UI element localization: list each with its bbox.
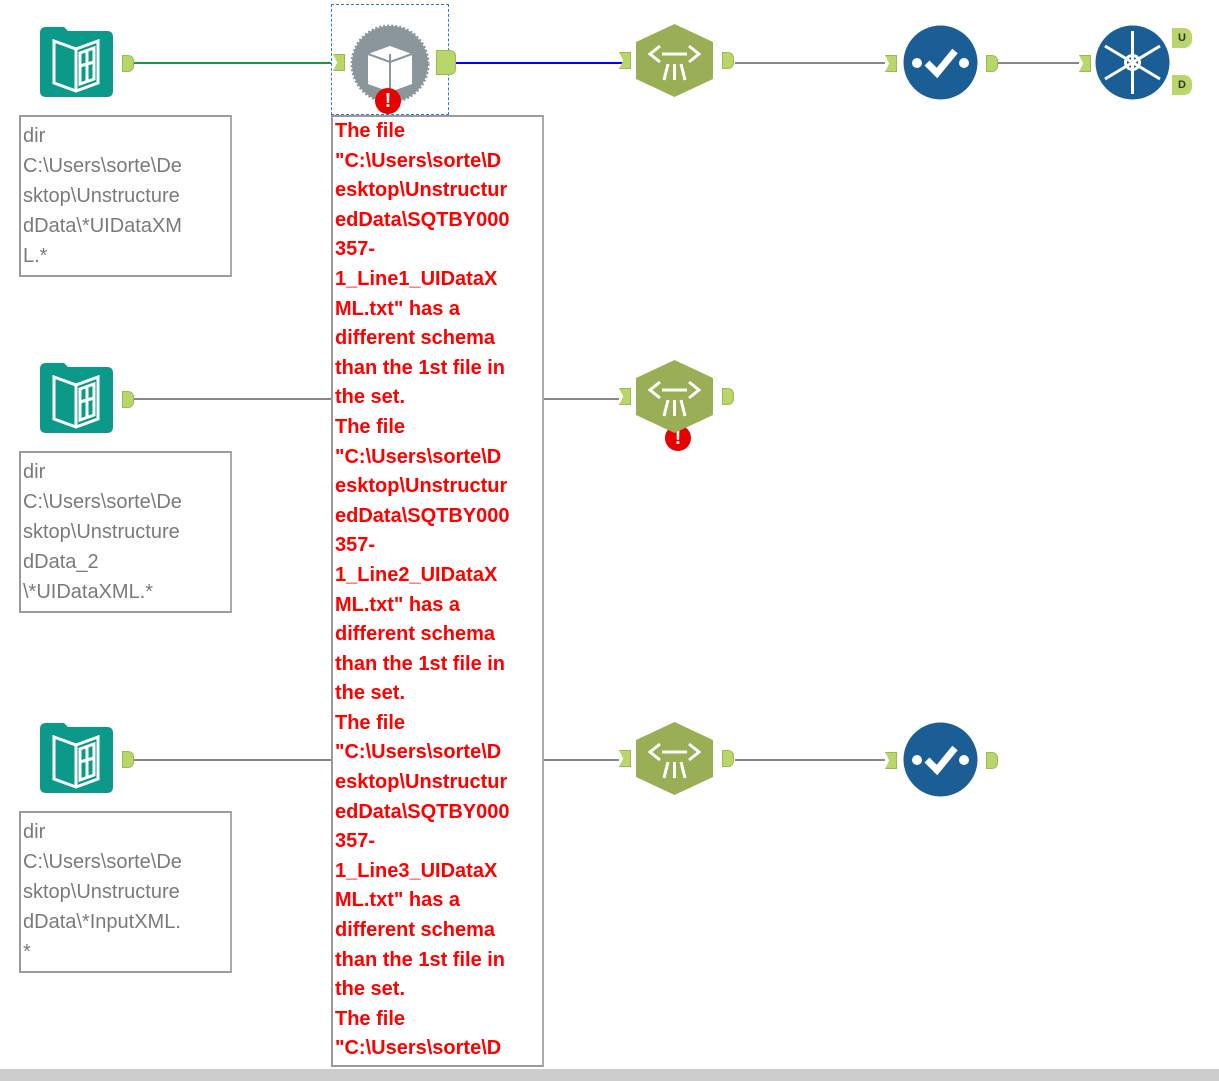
data-cleansing-icon: [903, 25, 978, 100]
input-anchor[interactable]: [619, 750, 631, 767]
comment-line: L.*: [23, 245, 48, 267]
error-line: esktop\Unstructur: [335, 771, 508, 794]
output-anchor[interactable]: [722, 750, 734, 767]
output-anchor[interactable]: [436, 50, 456, 75]
connection-line[interactable]: [133, 62, 331, 64]
output-anchor-d[interactable]: D: [1172, 75, 1192, 95]
data-cleansing-tool[interactable]: [903, 25, 978, 100]
error-line: the set.: [335, 978, 406, 1001]
horizontal-scrollbar[interactable]: [0, 1069, 1219, 1081]
error-line: than the 1st file in: [335, 948, 506, 971]
connection-line[interactable]: [998, 62, 1079, 64]
error-line: The file: [335, 1007, 406, 1030]
xml-parse-tool[interactable]: [636, 722, 713, 795]
output-anchor[interactable]: [122, 55, 134, 72]
input-anchor[interactable]: [1079, 55, 1091, 72]
error-line: 357-: [335, 830, 376, 853]
error-line: The file: [335, 711, 406, 734]
xml-parse-tool[interactable]: [636, 360, 713, 433]
error-line: ML.txt" has a: [335, 297, 461, 320]
output-anchor-u[interactable]: U: [1172, 28, 1192, 48]
error-line: 357-: [335, 238, 376, 261]
input-anchor[interactable]: [619, 52, 631, 69]
directory-icon: [40, 363, 113, 433]
error-line: 357-: [335, 534, 376, 557]
xml-parse-icon: [636, 722, 713, 795]
error-line: than the 1st file in: [335, 356, 506, 379]
error-line: The file: [335, 415, 406, 438]
error-line: 1_Line3_UIDataX: [335, 859, 498, 882]
output-anchor[interactable]: [986, 752, 998, 769]
directory-tool[interactable]: [40, 723, 113, 793]
error-line: edData\SQTBY000: [335, 208, 510, 231]
xml-parse-icon: [636, 24, 713, 97]
error-line: edData\SQTBY000: [335, 504, 510, 527]
comment-line: C:\Users\sorte\De: [23, 155, 182, 177]
output-anchor[interactable]: [122, 751, 134, 768]
data-cleansing-icon: [903, 722, 978, 797]
snowflake-output-tool[interactable]: [1095, 25, 1170, 100]
output-anchor[interactable]: [122, 391, 134, 408]
connection-line[interactable]: [735, 759, 885, 761]
error-line: the set.: [335, 386, 406, 409]
error-icon: !: [375, 88, 401, 114]
error-line: 1_Line1_UIDataX: [335, 267, 498, 290]
comment-line: dir: [23, 461, 46, 483]
error-line: esktop\Unstructur: [335, 475, 508, 498]
error-line: "C:\Users\sorte\D: [335, 741, 502, 764]
comment-line: dir: [23, 125, 46, 147]
error-line: "C:\Users\sorte\D: [335, 445, 502, 468]
error-line: different schema: [335, 919, 496, 942]
comment-line: sktop\Unstructure: [23, 185, 180, 207]
data-cleansing-tool[interactable]: [903, 722, 978, 797]
dynamic-input-icon: [350, 24, 430, 104]
error-line: than the 1st file in: [335, 652, 506, 675]
comment-line: dData\*UIDataXM: [23, 215, 182, 237]
xml-parse-tool[interactable]: [636, 24, 713, 97]
error-line: "C:\Users\sorte\D: [335, 1037, 502, 1060]
input-anchor[interactable]: [885, 752, 897, 769]
xml-parse-icon: [636, 360, 713, 433]
output-anchor[interactable]: [722, 52, 734, 69]
snowflake-output-icon: [1095, 25, 1170, 100]
directory-icon: [40, 27, 113, 97]
comment-line: sktop\Unstructure: [23, 521, 180, 543]
error-line: "C:\Users\sorte\D: [335, 149, 502, 172]
error-line: 1_Line2_UIDataX: [335, 563, 498, 586]
error-line: different schema: [335, 327, 496, 350]
error-line: the set.: [335, 682, 406, 705]
dynamic-input-tool[interactable]: [350, 24, 430, 104]
directory-tool[interactable]: [40, 27, 113, 97]
output-anchor[interactable]: [722, 388, 734, 405]
comment-line: sktop\Unstructure: [23, 881, 180, 903]
directory-tool[interactable]: [40, 363, 113, 433]
error-line: edData\SQTBY000: [335, 800, 510, 823]
connection-line[interactable]: [543, 759, 619, 761]
connection-line-selected[interactable]: [456, 62, 625, 64]
output-anchor[interactable]: [986, 55, 998, 72]
connection-line[interactable]: [133, 398, 331, 400]
input-anchor[interactable]: [885, 55, 897, 72]
input-anchor[interactable]: [619, 388, 631, 405]
comment-line: C:\Users\sorte\De: [23, 851, 182, 873]
directory-icon: [40, 723, 113, 793]
error-line: different schema: [335, 623, 496, 646]
error-line: ML.txt" has a: [335, 889, 461, 912]
comment-line: dir: [23, 821, 46, 843]
comment-line: \*UIDataXML.*: [23, 581, 154, 603]
error-line: The file: [335, 120, 406, 142]
connection-line[interactable]: [543, 398, 619, 400]
error-line: esktop\Unstructur: [335, 179, 508, 202]
connection-line[interactable]: [133, 759, 331, 761]
comment-line: dData\*InputXML.: [23, 911, 181, 933]
comment-line: C:\Users\sorte\De: [23, 491, 182, 513]
comment-line: dData_2: [23, 551, 99, 573]
comment-line: *: [23, 941, 31, 963]
connection-line[interactable]: [735, 62, 885, 64]
error-message-box: The file "C:\Users\sorte\D esktop\Unstruct…: [331, 115, 544, 1067]
error-line: ML.txt" has a: [335, 593, 461, 616]
